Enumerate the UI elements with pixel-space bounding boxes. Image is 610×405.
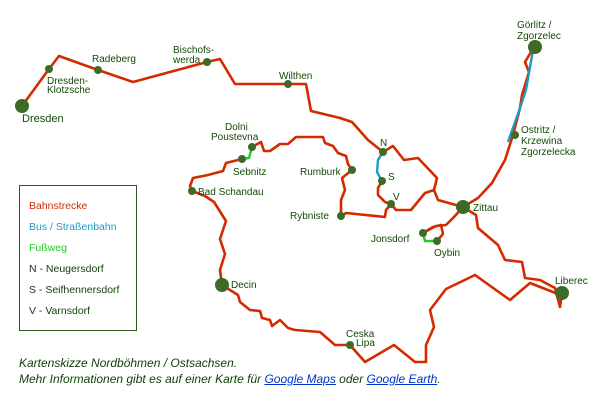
label-v: V [393,192,400,203]
rail-lines [20,46,564,364]
station-dot-oybin[interactable] [433,237,441,245]
station-dot-n[interactable] [379,148,387,156]
label-ceska-lipa-1: Ceska [346,329,375,340]
legend-foot: Fußweg [29,242,67,254]
station-dot-jonsdorf[interactable] [419,229,427,237]
bus-line-ostritz-goerlitz [506,49,535,143]
station-dot-goerlitz[interactable] [528,40,542,54]
station-labels: Dresden Dresden- Klotzsche Radeberg Bisc… [22,20,588,349]
label-n: N [380,138,387,149]
label-s: S [388,172,395,183]
bus-line-n-s [375,151,385,182]
label-radeberg: Radeberg [92,54,136,65]
legend-s: S - Seifhennersdorf [29,284,120,296]
label-oybin: Oybin [434,248,460,259]
caption-line-2: Mehr Informationen gibt es auf einer Kar… [19,371,441,387]
rail-n-zittau [382,144,464,209]
rail-sebnitz-decin [188,157,243,286]
label-ostritz-2: Krzewina [521,136,563,147]
label-bischofswerda-2: werda [172,55,201,66]
label-jonsdorf: Jonsdorf [371,234,410,245]
station-dot-dolni[interactable] [248,143,256,151]
label-ceska-lipa-2: Lipa [356,338,375,349]
station-dot-ceska-lipa[interactable] [346,341,354,349]
station-dot-radeberg[interactable] [94,66,102,74]
station-dot-rumburk[interactable] [348,166,356,174]
rail-decin-ceska-lipa [221,283,350,347]
legend-rail: Bahnstrecke [29,200,88,212]
label-bischofswerda-1: Bischofs- [173,45,214,56]
station-dot-ostritz[interactable] [511,131,519,139]
legend-v: V - Varnsdorf [29,305,91,317]
station-dot-s[interactable] [378,177,386,185]
legend-n: N - Neugersdorf [29,263,104,275]
label-rybniste: Rybniste [290,211,329,222]
label-zittau: Zittau [473,203,498,214]
label-decin: Decin [231,280,257,291]
label-wilthen: Wilthen [279,71,312,82]
google-maps-link[interactable]: Google Maps [264,372,336,386]
caption-prefix: Mehr Informationen gibt es auf einer Kar… [19,372,265,386]
rail-zittau-jonsdorf-oybin [421,206,464,242]
caption-mid: oder [335,372,367,386]
label-klotzsche-1: Dresden- [47,76,88,87]
caption-line-1: Kartenskizze Nordböhmen / Ostsachsen. [19,356,238,370]
station-dot-liberec[interactable] [555,286,569,300]
station-dot-dresden[interactable] [15,99,29,113]
station-dot-rybniste[interactable] [337,212,345,220]
map-legend: Bahnstrecke Bus / Straßenbahn Fußweg N -… [19,185,137,331]
rail-v-loop [376,180,435,212]
station-dot-wilthen[interactable] [284,80,292,88]
label-bad-schandau: Bad Schandau [198,187,264,198]
rail-dresden-wilthen-n [20,54,384,154]
label-ostritz-3: Zgorzelecka [521,147,576,158]
label-liberec: Liberec [555,276,588,287]
label-dresden: Dresden [22,113,64,125]
label-klotzsche-2: Klotzsche [47,85,91,96]
station-dot-bischofswerda[interactable] [203,58,211,66]
rail-rumburk-dolni [251,135,354,171]
station-dot-zittau[interactable] [456,200,470,214]
label-ostritz-1: Ostritz / [521,125,556,136]
caption-suffix: . [437,372,441,386]
station-dot-decin[interactable] [215,278,229,292]
station-dot-sebnitz[interactable] [238,155,246,163]
label-dolni-2: Poustevna [211,132,259,143]
label-rumburk: Rumburk [300,167,342,178]
station-dot-klotzsche[interactable] [45,65,53,73]
legend-bus: Bus / Straßenbahn [29,221,117,233]
label-sebnitz: Sebnitz [233,167,266,178]
station-dot-v[interactable] [387,200,395,208]
label-goerlitz-1: Görlitz / [517,20,552,31]
rail-v-rybniste-rumburk [339,168,392,219]
google-earth-link[interactable]: Google Earth [366,372,438,386]
label-goerlitz-2: Zgorzelec [517,31,561,42]
map-caption: Kartenskizze Nordböhmen / Ostsachsen. Me… [19,355,441,387]
stations [15,40,569,349]
station-dot-bad-schandau[interactable] [188,187,196,195]
rail-ceska-lipa-liberec [349,205,564,364]
label-dolni-1: Dolni [225,122,248,133]
